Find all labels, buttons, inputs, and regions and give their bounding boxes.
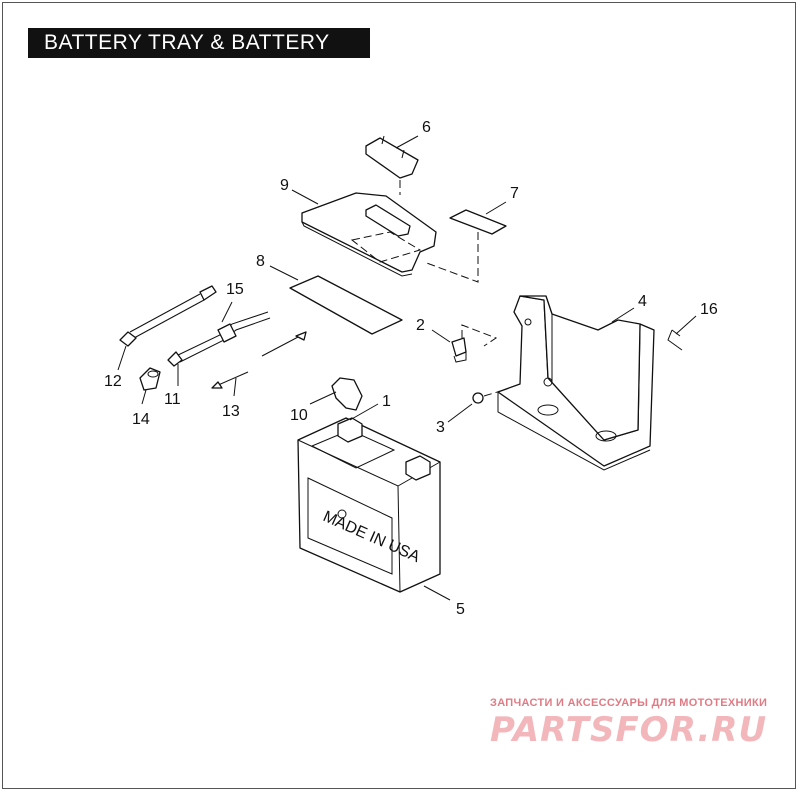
cable-11-part: [167, 311, 271, 367]
callout-11: 11: [164, 391, 181, 408]
callout-2: 2: [416, 317, 425, 334]
strap-clip-part: [365, 135, 419, 195]
leader-lines: [117, 135, 697, 601]
callout-13: 13: [222, 403, 240, 420]
callout-3: 3: [436, 419, 445, 436]
callout-10: 10: [290, 407, 308, 424]
bolt-part: [451, 324, 498, 363]
cable-13-part: [211, 331, 307, 389]
watermark-logo: PARTSFOR.RU: [490, 710, 768, 750]
terminal-boot-part: [331, 377, 363, 411]
callout-16: 16: [700, 301, 718, 318]
battery-tray-part: [497, 295, 655, 471]
terminal-cap-part: [139, 367, 161, 391]
callout-9: 9: [280, 177, 289, 194]
callout-1: 1: [382, 393, 391, 410]
callout-5: 5: [456, 601, 465, 618]
pad-part: [449, 209, 507, 235]
page-title: BATTERY TRAY & BATTERY: [28, 28, 370, 58]
callout-14: 14: [132, 411, 150, 428]
callout-15: 15: [226, 281, 244, 298]
callout-12: 12: [104, 373, 122, 390]
insulator-sheet-part: [289, 275, 403, 335]
cable-15-part: [119, 285, 217, 347]
callout-4: 4: [638, 293, 647, 310]
clip-part: [667, 329, 683, 351]
screw-part: [472, 389, 505, 404]
callout-8: 8: [256, 253, 265, 270]
battery-cover-part: [301, 192, 437, 277]
battery-part: [297, 417, 441, 593]
watermark-subtitle: ЗАПЧАСТИ И АКСЕССУАРЫ ДЛЯ МОТОТЕХНИКИ: [490, 697, 768, 709]
callout-7: 7: [510, 185, 519, 202]
callout-6: 6: [422, 119, 431, 136]
